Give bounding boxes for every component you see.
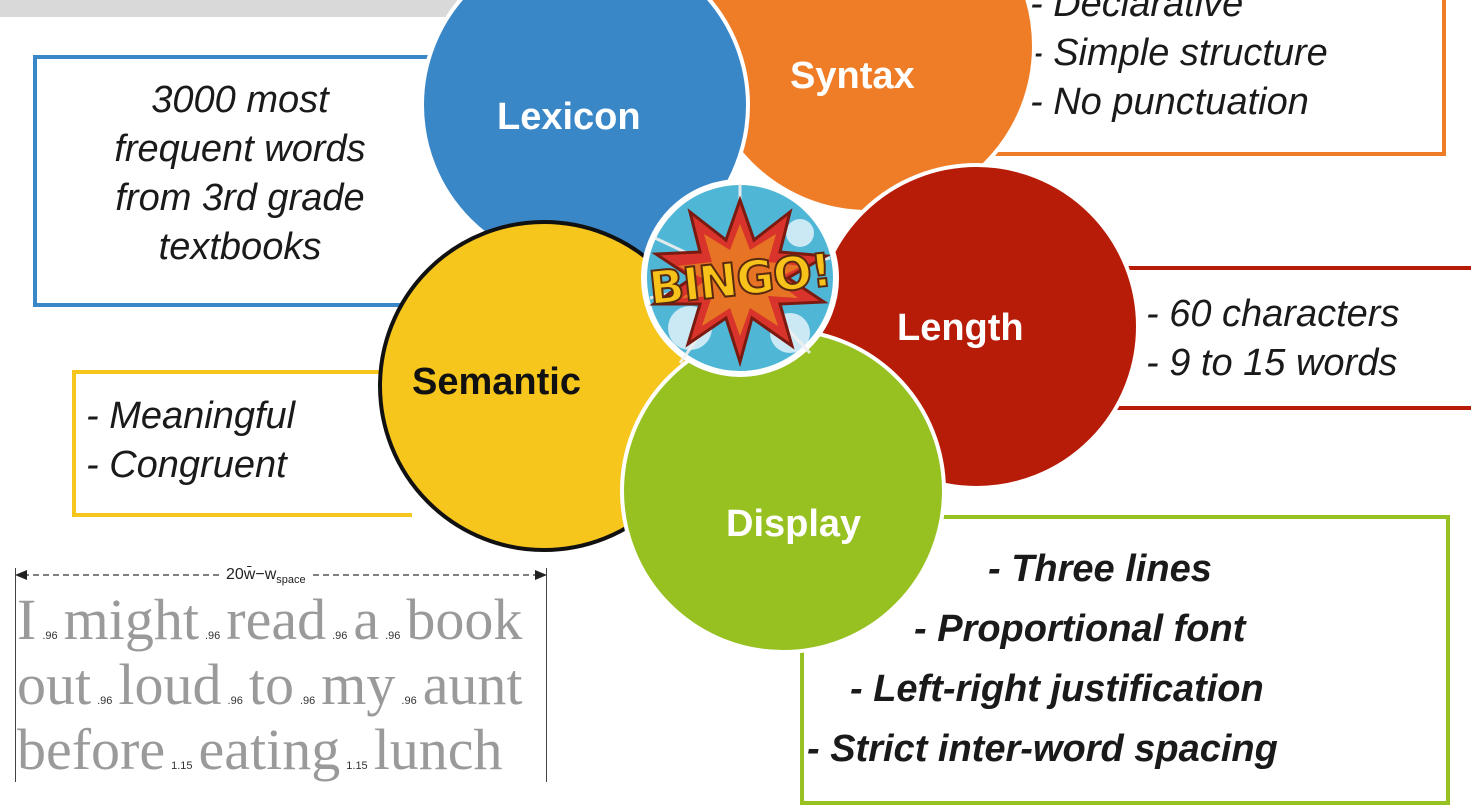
- semantic-text-line: - Meaningful: [86, 395, 296, 437]
- lexicon-text-line: textbooks: [158, 226, 322, 268]
- lexicon-label: Lexicon: [497, 96, 641, 138]
- example-line-1: I .96 might .96 read .96 a .96 book: [17, 590, 528, 666]
- example-line-2: out .96 loud .96 to .96 my .96 aunt: [17, 655, 529, 731]
- left-boundary: [15, 568, 16, 782]
- example-line-3: before 1.15 eating 1.15 lunch: [17, 720, 509, 796]
- space-value: .96: [204, 630, 221, 642]
- space-value: .96: [42, 630, 58, 642]
- syntax-text-line: - Simple structure: [1030, 32, 1328, 74]
- example-word: book: [406, 587, 523, 652]
- example-word: loud: [118, 652, 222, 717]
- length-description: - 60 characters - 9 to 15 words: [1146, 290, 1399, 388]
- length-label: Length: [897, 307, 1024, 349]
- lexicon-text-line: frequent words: [114, 128, 366, 170]
- length-text-line: - 60 characters: [1146, 293, 1400, 335]
- syntax-description: - Declarative - Simple structure - No pu…: [1030, 0, 1328, 127]
- width-arrow: [15, 570, 547, 580]
- lexicon-description: 3000 most frequent words from 3rd grade …: [60, 76, 420, 272]
- lexicon-text-line: 3000 most: [151, 79, 329, 121]
- example-word: before: [17, 717, 166, 782]
- semantic-text-line: - Congruent: [86, 444, 287, 486]
- lexicon-box: [33, 55, 445, 307]
- lexicon-text-line: from 3rd grade: [115, 177, 365, 219]
- example-word: might: [63, 587, 199, 652]
- syntax-label: Syntax: [790, 55, 915, 97]
- space-value: .96: [385, 630, 401, 642]
- semantic-label: Semantic: [412, 361, 581, 403]
- space-value: .96: [227, 695, 243, 707]
- example-word: read: [226, 587, 327, 652]
- semantic-box: [72, 370, 412, 517]
- example-word: out: [17, 652, 92, 717]
- space-value: 1.15: [171, 760, 193, 772]
- syntax-text-line: - No punctuation: [1030, 81, 1309, 123]
- example-word: lunch: [373, 717, 503, 782]
- syntax-text-line: - Declarative: [1030, 0, 1244, 25]
- right-boundary: [546, 568, 547, 782]
- display-text-line: - Strict inter-word spacing: [807, 728, 1278, 770]
- display-box: [800, 515, 1450, 805]
- space-value: .96: [97, 695, 113, 707]
- width-label: 20w̄−wspace: [222, 566, 310, 587]
- display-text-line: - Proportional font: [914, 608, 1246, 650]
- length-text-line: - 9 to 15 words: [1146, 342, 1398, 384]
- display-text-line: - Left-right justification: [850, 668, 1264, 710]
- space-value: 1.15: [346, 760, 368, 772]
- example-word: my: [321, 652, 396, 717]
- example-word: aunt: [422, 652, 523, 717]
- example-word: I: [17, 587, 37, 652]
- width-label-main: 20w̄−w: [226, 566, 277, 583]
- space-value: .96: [401, 695, 417, 707]
- width-label-sub: space: [276, 574, 306, 587]
- space-value: .96: [299, 695, 316, 707]
- example-word: a: [353, 587, 380, 652]
- display-label: Display: [726, 503, 862, 545]
- semantic-description: - Meaningful - Congruent: [86, 392, 295, 490]
- example-word: to: [248, 652, 294, 717]
- bingo-badge: BINGO!: [640, 178, 840, 378]
- display-box-top: [920, 515, 1450, 519]
- example-word: eating: [198, 717, 341, 782]
- display-text-line: - Three lines: [988, 548, 1212, 590]
- space-value: .96: [332, 630, 348, 642]
